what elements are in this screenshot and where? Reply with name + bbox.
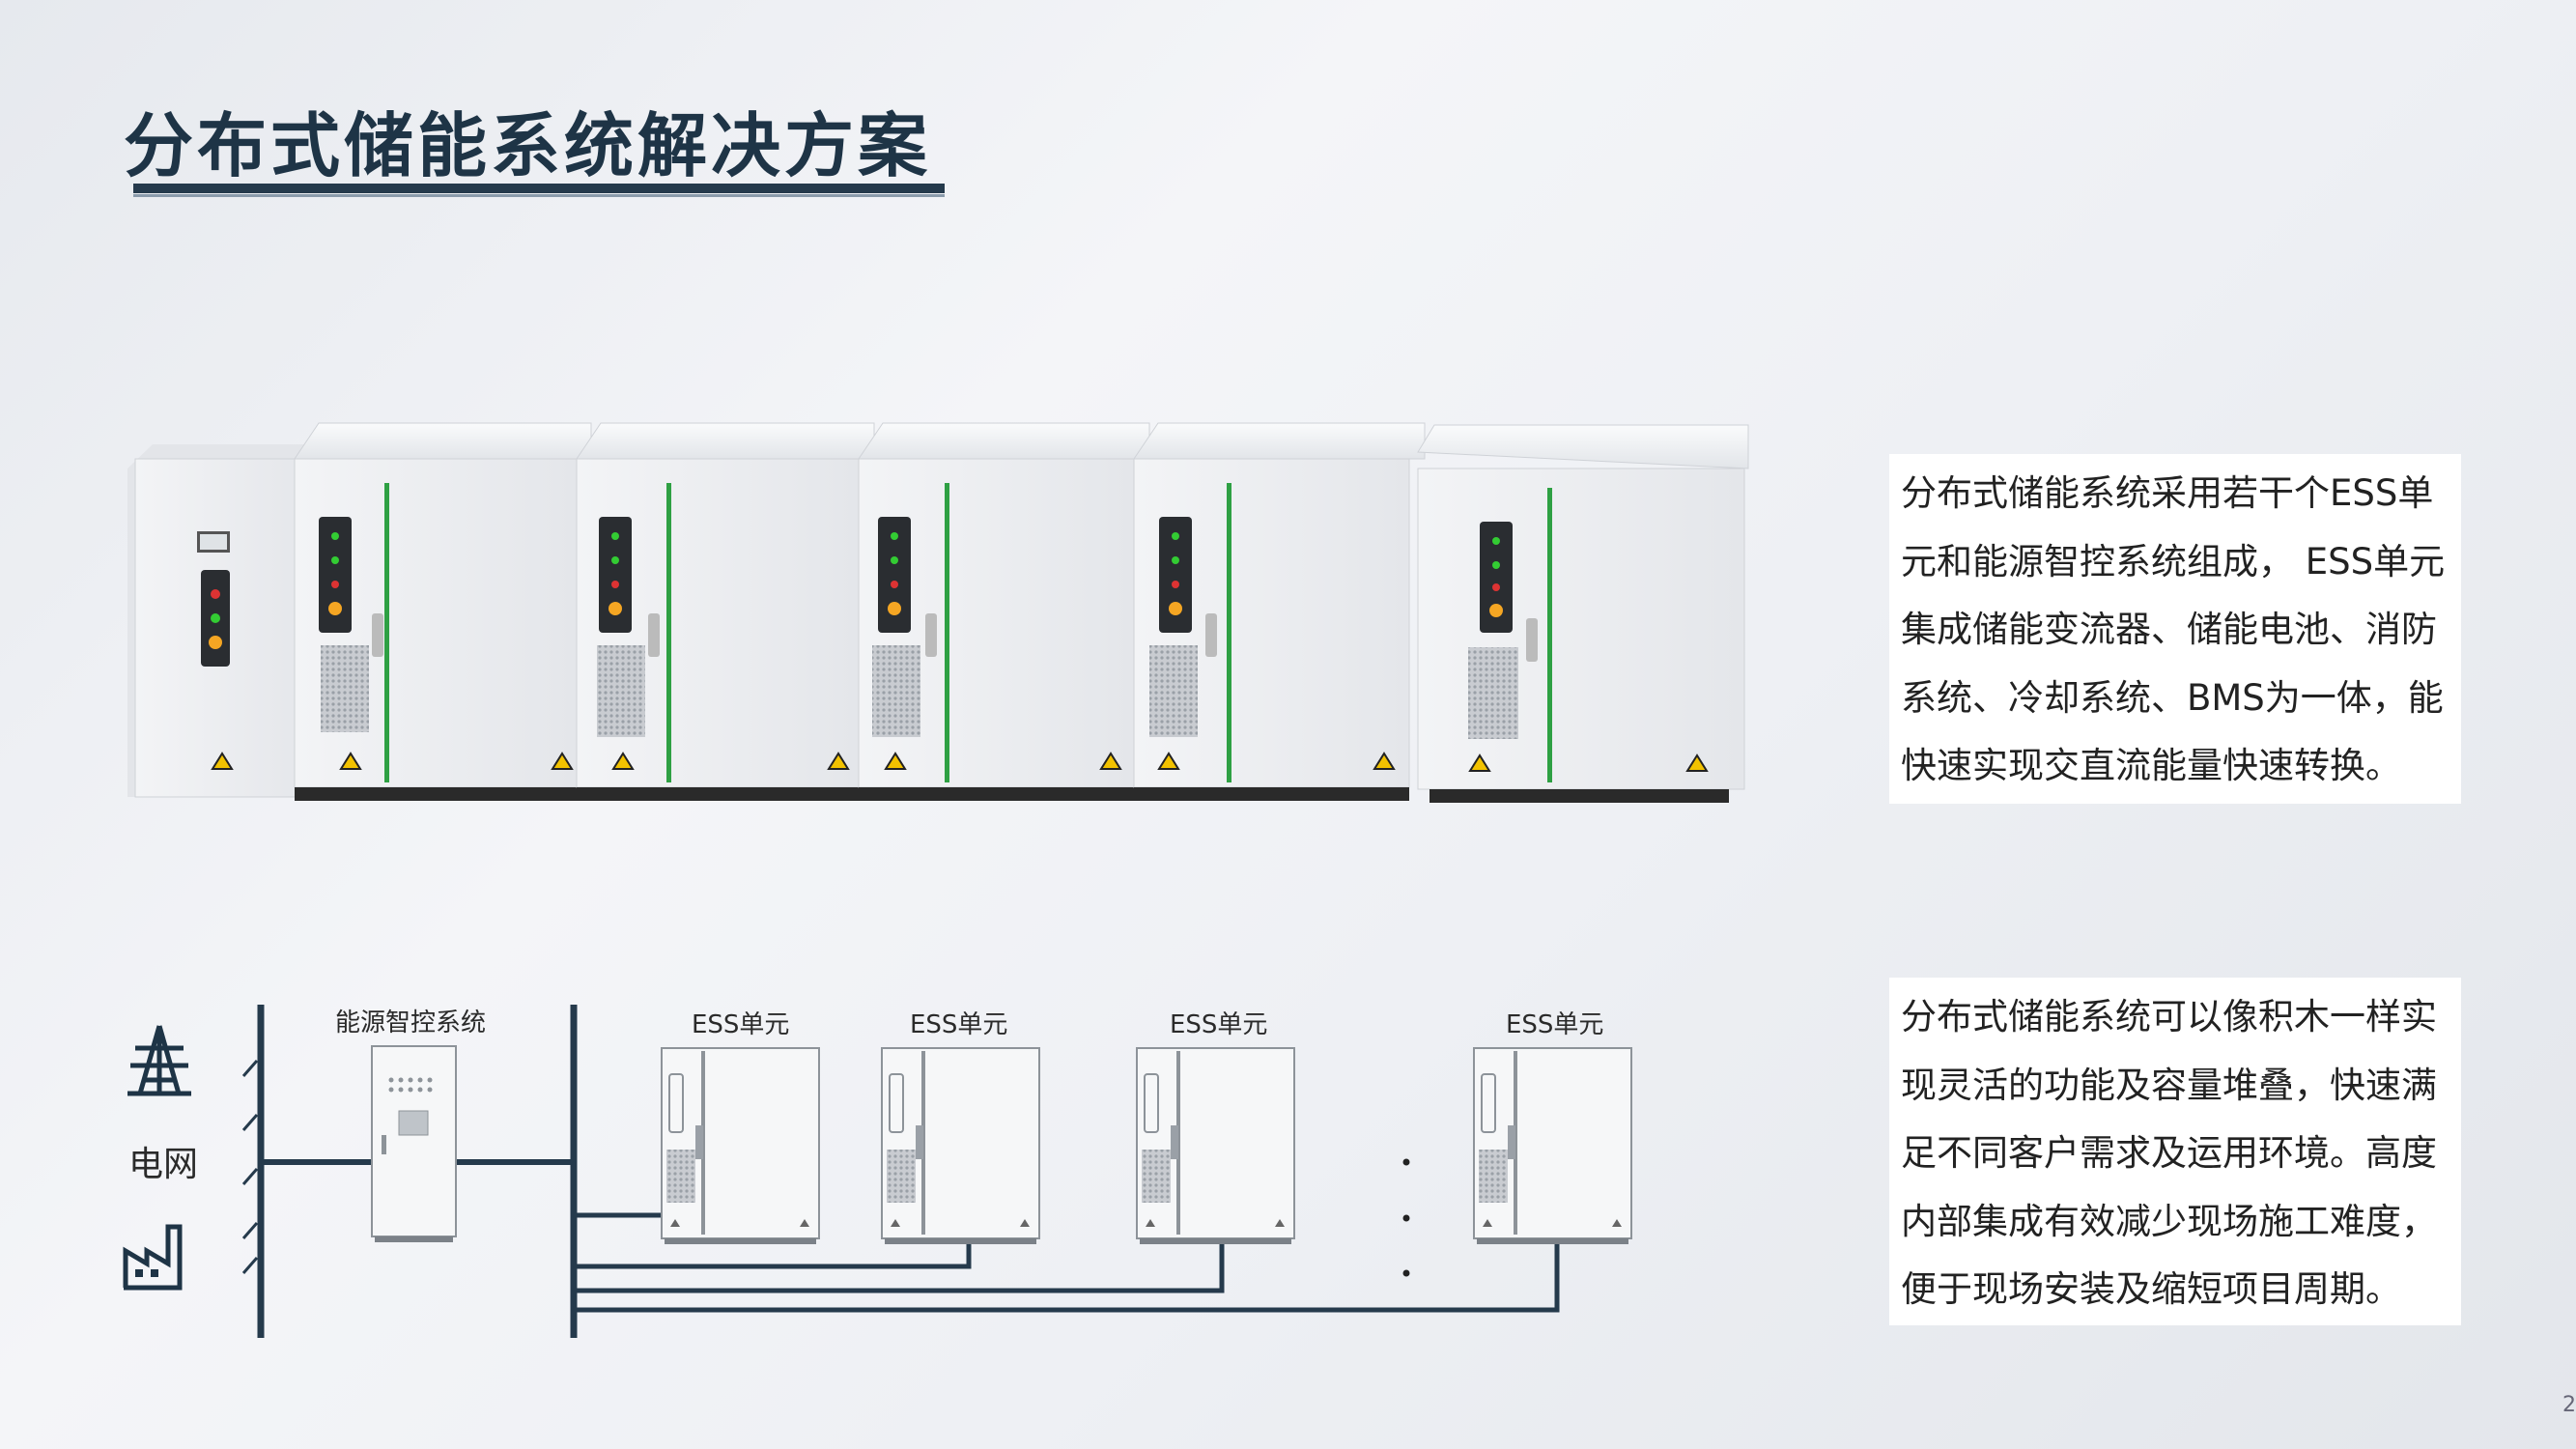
ess-cabinet-4 [1133, 422, 1426, 801]
ess-unit-label-4: ESS单元 [1506, 1010, 1603, 1039]
ess-cabinet-1 [294, 422, 592, 801]
control-system-label: 能源智控系统 [335, 1009, 486, 1037]
diagram-ess-unit-3 [1136, 1047, 1295, 1244]
ess-cabinet-3 [858, 422, 1150, 801]
title-underline [133, 184, 945, 193]
page-number: 2 [2562, 1393, 2576, 1417]
description-box-1: 分布式储能系统采用若干个ESS单元和能源智控系统组成， ESS单元集成储能变流器… [1889, 454, 2461, 804]
title-underline-accent [133, 194, 945, 197]
ess-unit-label-2: ESS单元 [910, 1010, 1007, 1039]
factory-icon [123, 1224, 183, 1291]
page-title: 分布式储能系统解决方案 [124, 105, 932, 186]
ess-cabinet-5 [1417, 424, 1749, 803]
grid-label: 电网 [128, 1145, 198, 1184]
control-cabinet [127, 444, 319, 798]
system-diagram: 电网 能源智控系统 ESS单元 ESS单元 ESS单元 ESS单元 [123, 1005, 1632, 1338]
diagram-ess-unit-2 [881, 1047, 1040, 1244]
control-system-unit [371, 1045, 457, 1242]
description-box-2: 分布式储能系统可以像积木一样实现灵活的功能及容量堆叠，快速满足不同客户需求及运用… [1889, 978, 2461, 1325]
diagram-ess-unit-4 [1473, 1047, 1632, 1244]
diagram-ess-unit-1 [661, 1047, 820, 1244]
ess-cabinet-2 [576, 422, 875, 801]
ess-unit-label-1: ESS单元 [692, 1010, 789, 1039]
ess-unit-label-3: ESS单元 [1170, 1010, 1267, 1039]
power-tower-icon [127, 1025, 191, 1096]
ellipsis-dots [1402, 1158, 1410, 1277]
product-photo [127, 422, 1749, 803]
